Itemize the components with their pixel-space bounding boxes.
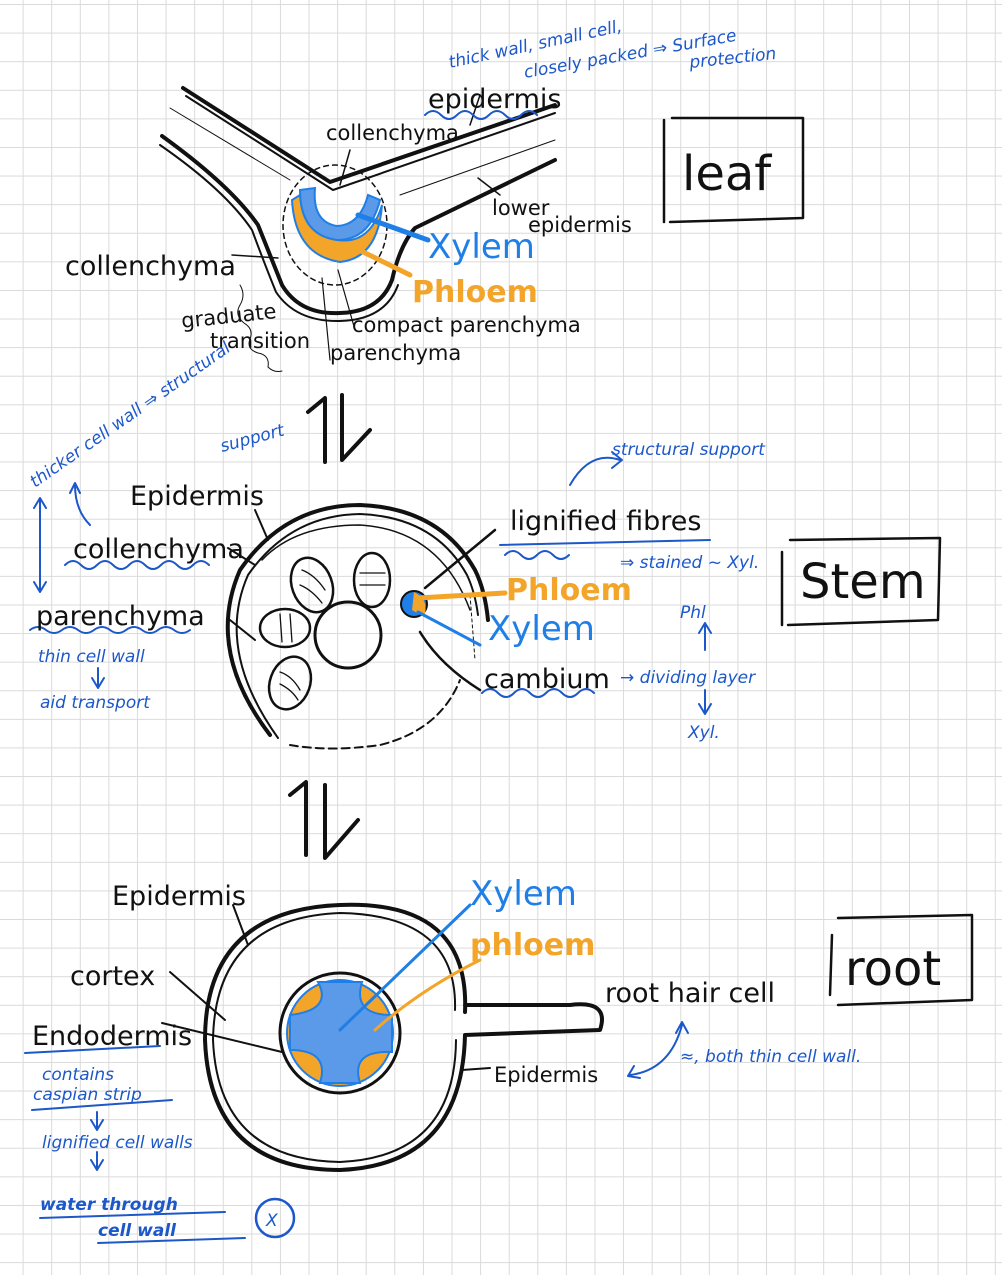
- root-note-both-thin: ≈, both thin cell wall.: [680, 1047, 861, 1067]
- root-label-endodermis: Endodermis: [32, 1021, 192, 1052]
- upper-epidermis-inner: [185, 95, 556, 191]
- stem-title: Stem: [800, 554, 926, 610]
- stem-label-lignified-fibres: lignified fibres: [510, 506, 701, 537]
- up-down-arrows-1: [306, 393, 372, 464]
- leaf-label-collenchyma-top: collenchyma: [326, 121, 459, 145]
- leaf-label-compact-parenchyma: compact parenchyma: [352, 313, 581, 337]
- root-xylem-region: [289, 981, 393, 1084]
- up-arrow-icon: [306, 396, 327, 464]
- stem-title-box: [780, 536, 942, 627]
- root-diagram: X Epidermis cortex Endodermis contains c…: [24, 874, 974, 1244]
- stem-label-phloem: Phloem: [506, 573, 632, 608]
- root-endodermis: [278, 971, 402, 1095]
- root-note-water-through: water through: [40, 1195, 178, 1215]
- root-label-phloem: phloem: [470, 928, 595, 963]
- root-note-cell-wall: cell wall: [98, 1221, 177, 1241]
- leaf-label-graduate: graduate: [180, 299, 277, 333]
- stem-note-xyl: Xyl.: [687, 723, 720, 743]
- root-note-caspian-strip: caspian strip: [33, 1085, 142, 1105]
- leaf-label-lower: lower: [492, 196, 550, 220]
- root-label-epidermis-top: Epidermis: [112, 881, 246, 912]
- stem-label-cambium: cambium: [484, 664, 610, 695]
- leaf-title: leaf: [682, 146, 772, 202]
- stem-note-stained: ⇒ stained ~ Xyl.: [620, 553, 759, 573]
- root-label-epidermis-bottom: Epidermis: [494, 1063, 598, 1087]
- leaf-label-transition: transition: [210, 329, 310, 353]
- root-epidermis-outer: [203, 902, 604, 1172]
- leaf-diagram: thick wall, small cell, closely packed ⇒…: [65, 17, 805, 372]
- root-note-x: X: [265, 1211, 278, 1231]
- down-arrow-icon: [323, 783, 360, 860]
- stem-note-aid-transport: aid transport: [40, 693, 151, 713]
- root-title-box: [828, 913, 974, 1007]
- stem-note-dividing-layer: → dividing layer: [620, 668, 756, 688]
- root-label-xylem: Xylem: [470, 874, 577, 914]
- stem-pith: [313, 600, 383, 670]
- leaf-title-box: [662, 116, 805, 224]
- up-down-arrows-2: [288, 780, 360, 860]
- upper-epidermis-outer: [181, 86, 557, 184]
- leaf-label-xylem: Xylem: [428, 227, 535, 267]
- stem-note-thicker: thicker cell wall ⇒ structural: [26, 338, 234, 492]
- cross-icon: [254, 1197, 296, 1239]
- stem-label-xylem: Xylem: [488, 609, 595, 649]
- stem-cambium-line: [418, 630, 482, 692]
- leaf-label-phloem: Phloem: [412, 275, 538, 310]
- stem-note-support: support: [218, 420, 288, 457]
- up-arrow-icon: [288, 780, 308, 857]
- stem-label-collenchyma: collenchyma: [73, 534, 244, 565]
- stem-note-thin-cell-wall: thin cell wall: [38, 647, 145, 667]
- stem-diagram: thicker cell wall ⇒ structural support E…: [26, 338, 942, 750]
- stem-note-phl: Phl: [680, 603, 706, 623]
- stem-note-structural-support: structural support: [612, 440, 766, 460]
- leaf-label-epidermis: epidermis: [428, 84, 562, 115]
- root-note-lignified: lignified cell walls: [42, 1133, 193, 1153]
- stem-label-parenchyma: parenchyma: [36, 601, 205, 632]
- stem-epidermis-outer: [225, 503, 490, 737]
- lower-epidermis-outer: [160, 134, 557, 316]
- leaf-label-lower-epidermis: epidermis: [528, 213, 632, 237]
- leaf-label-parenchyma: parenchyma: [330, 341, 461, 365]
- leaf-label-collenchyma-left: collenchyma: [65, 251, 236, 282]
- root-note-contains: contains: [42, 1065, 114, 1085]
- root-label-root-hair-cell: root hair cell: [605, 978, 775, 1009]
- down-arrow-icon: [340, 393, 372, 462]
- root-label-cortex: cortex: [70, 961, 155, 992]
- stem-label-epidermis: Epidermis: [130, 481, 264, 512]
- leaf-xylem-region: [298, 186, 382, 242]
- root-title: root: [845, 941, 941, 997]
